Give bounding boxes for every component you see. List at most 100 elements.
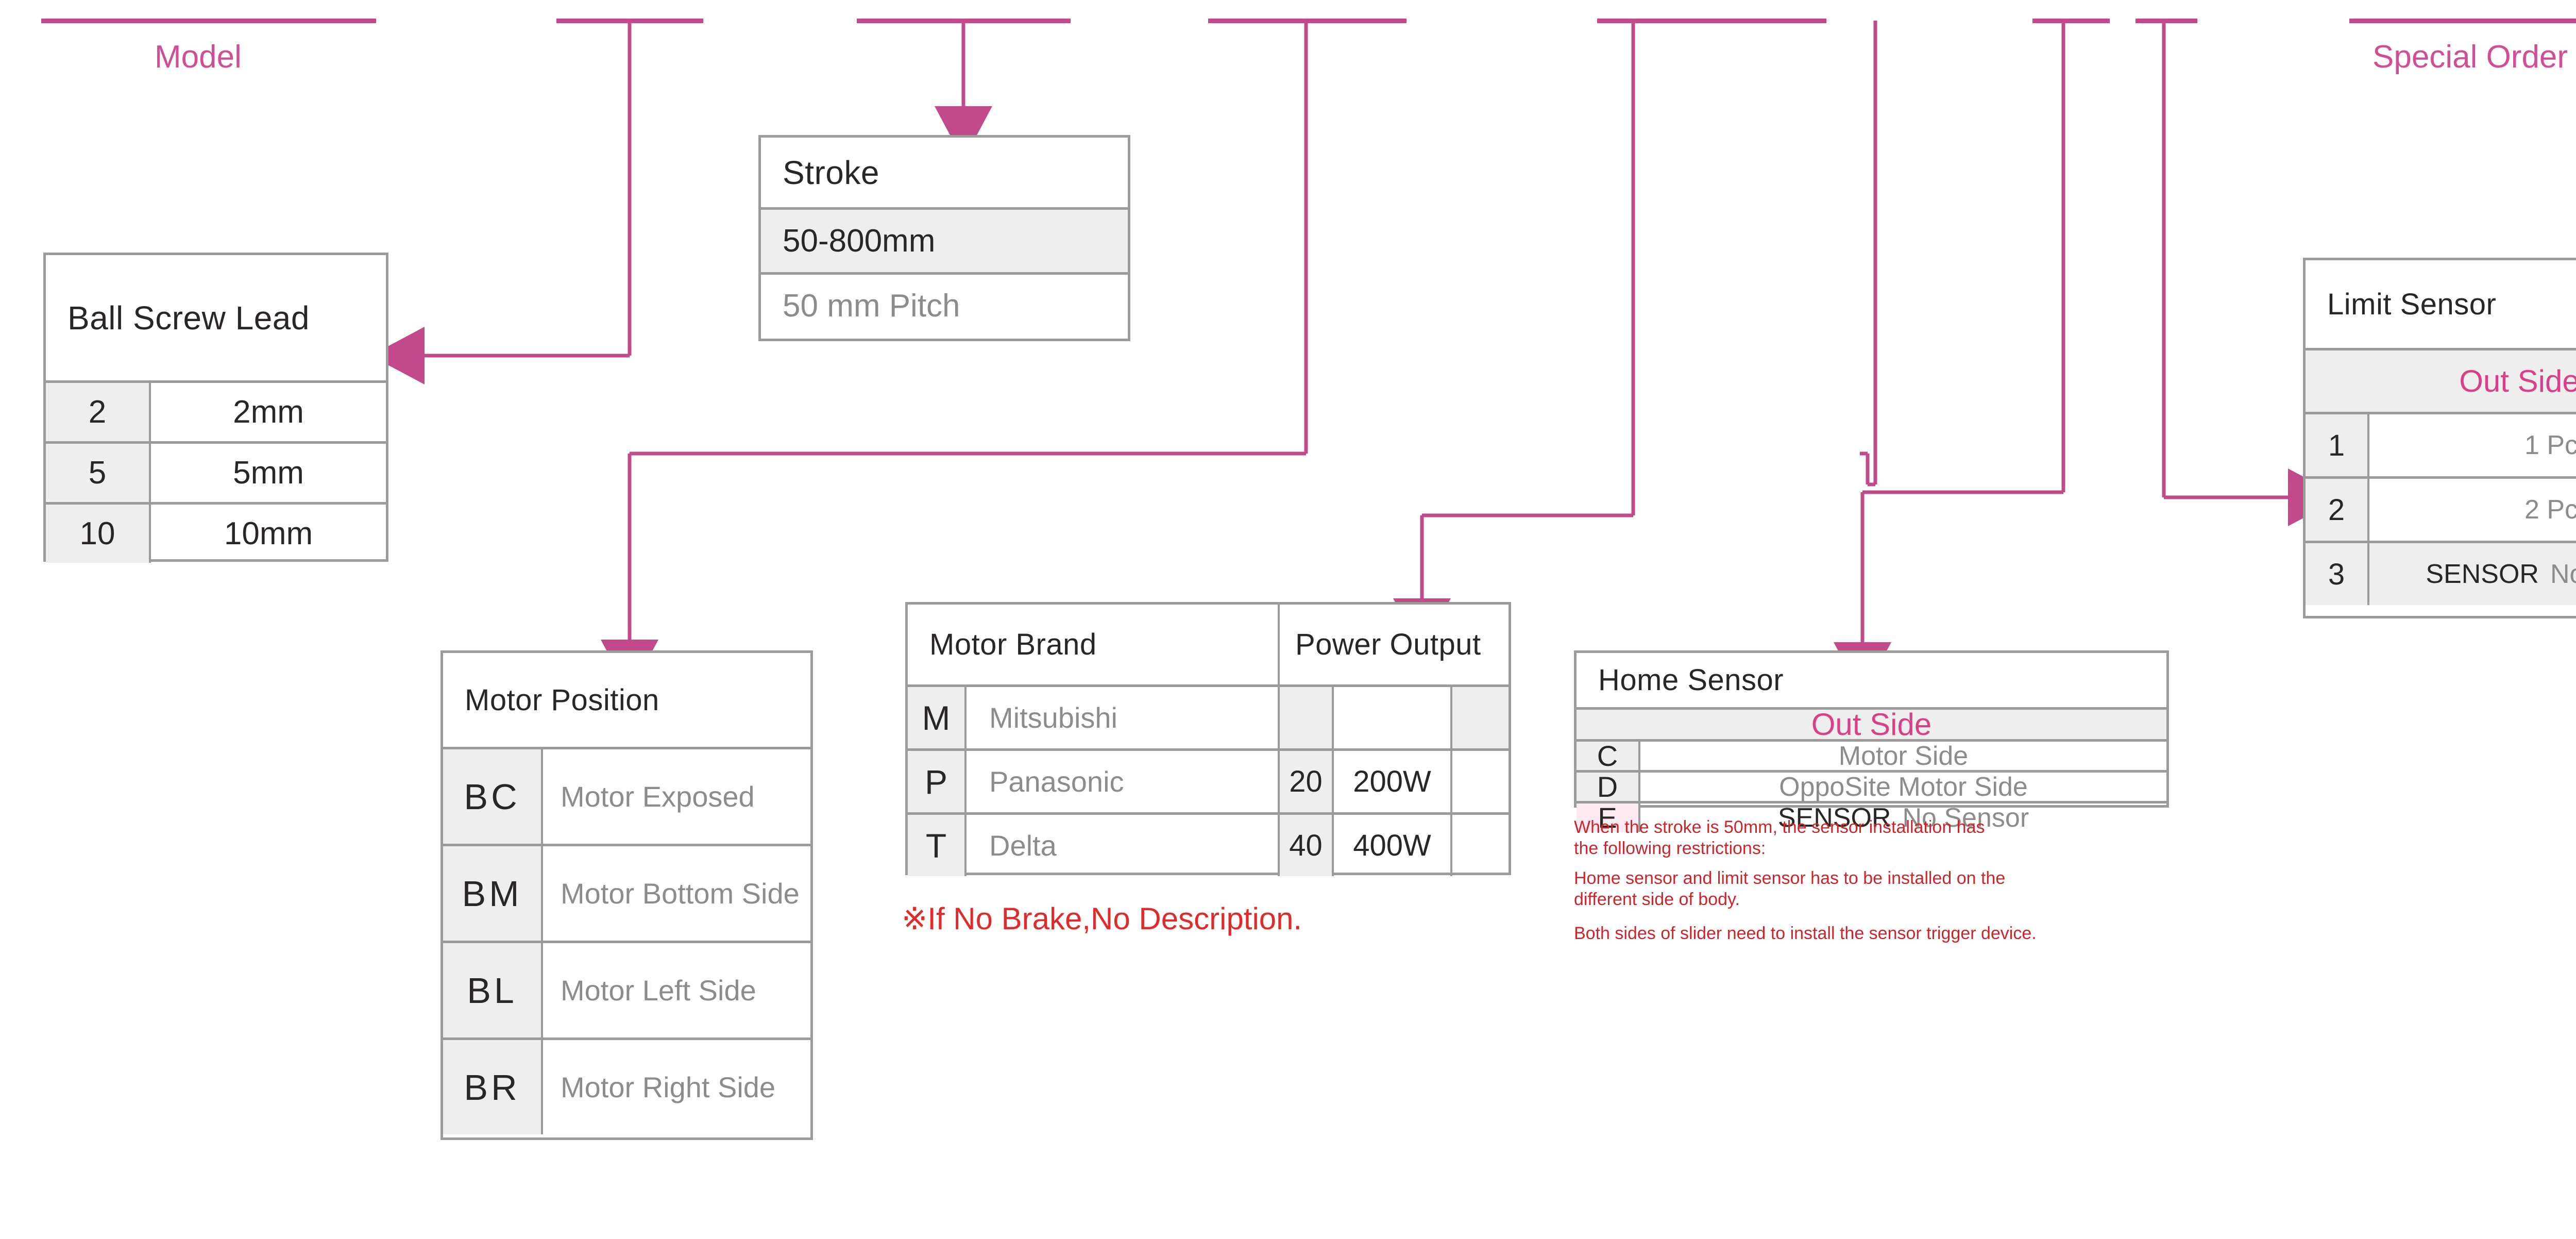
table-limit-sensor: Limit Sensor Out Side 1 1 Pc 2 2 Pc 3 SE… xyxy=(2303,258,2576,618)
label-special-order-no: Special Order No. xyxy=(2372,39,2576,75)
table-row[interactable]: T Delta 40 400W xyxy=(908,812,1509,876)
table-row[interactable]: 5 5mm xyxy=(46,441,386,502)
table-row[interactable]: C Motor Side xyxy=(1577,739,2166,772)
limit-sensor-code: 3 xyxy=(2306,543,2367,605)
restriction-note-line4: different side of body. xyxy=(1574,890,1740,910)
motor-position-value: Motor Exposed xyxy=(541,749,810,844)
ball-screw-lead-code: 10 xyxy=(46,505,149,563)
home-sensor-band: Out Side xyxy=(1577,707,2166,742)
table-motor-position: Motor Position BC Motor Exposed BM Motor… xyxy=(440,650,813,1140)
stroke-pitch: 50 mm Pitch xyxy=(783,288,960,324)
power-output-extra xyxy=(1450,751,1509,812)
motor-brand-value: Delta xyxy=(964,815,1278,876)
limit-sensor-code: 2 xyxy=(2306,479,2367,541)
home-sensor-code: E xyxy=(1577,801,1638,834)
power-output-code: 20 xyxy=(1278,751,1332,812)
home-sensor-band-label: Out Side xyxy=(1811,707,1932,742)
table-row[interactable]: BL Motor Left Side xyxy=(443,941,810,1037)
motor-brand-header: Motor Brand xyxy=(908,605,1278,684)
home-sensor-value: No Sensor xyxy=(1902,802,2029,833)
home-sensor-code: C xyxy=(1577,740,1638,772)
limit-sensor-value: 1 Pc xyxy=(2367,414,2576,476)
ball-screw-lead-value: 5mm xyxy=(149,444,386,502)
table-row[interactable]: 2 2 Pc xyxy=(2306,476,2576,541)
table-row[interactable]: 2 2mm xyxy=(46,380,386,441)
home-sensor-header: Home Sensor xyxy=(1577,653,2166,707)
home-sensor-sensor-label: SENSOR xyxy=(1777,802,1891,833)
table-row[interactable]: P Panasonic 20 200W xyxy=(908,748,1509,812)
motor-position-code: BM xyxy=(443,846,541,941)
table-ball-screw-lead: Ball Screw Lead 2 2mm 5 5mm 10 10mm xyxy=(43,253,388,563)
limit-sensor-value: 2 Pc xyxy=(2367,479,2576,541)
limit-sensor-band-label: Out Side xyxy=(2459,364,2576,398)
motor-brand-code: P xyxy=(908,751,964,812)
limit-sensor-sensor-label: SENSOR xyxy=(2426,559,2539,589)
top-tick-special-order xyxy=(2349,19,2576,23)
motor-position-value: Motor Bottom Side xyxy=(541,846,810,941)
table-stroke: Stroke 50-800mm 50 mm Pitch xyxy=(758,135,1130,341)
power-output-header: Power Output xyxy=(1278,605,1509,684)
table-home-sensor: Home Sensor Out Side C Motor Side D Oppo… xyxy=(1574,650,2169,834)
top-tick-stroke-left xyxy=(556,19,703,23)
table-row[interactable]: BR Motor Right Side xyxy=(443,1037,810,1134)
home-sensor-value: Motor Side xyxy=(1638,741,2166,771)
motor-brand-power-header: Motor Brand Power Output xyxy=(908,605,1509,684)
limit-sensor-band: Out Side xyxy=(2306,348,2576,412)
restriction-note-line5: Both sides of slider need to install the… xyxy=(1574,923,2037,943)
motor-position-value: Motor Right Side xyxy=(541,1040,810,1134)
motor-brand-title: Motor Brand xyxy=(929,628,1097,661)
table-row[interactable]: 10 10mm xyxy=(46,502,386,563)
top-tick-home-sensor xyxy=(2032,19,2110,23)
motor-position-code: BL xyxy=(443,943,541,1037)
power-output-value xyxy=(1332,687,1450,748)
brake-note: ※If No Brake,No Description. xyxy=(902,901,1302,936)
limit-sensor-value: No Sensor xyxy=(2550,559,2576,589)
motor-brand-value: Mitsubishi xyxy=(964,687,1278,748)
table-row[interactable]: BM Motor Bottom Side xyxy=(443,844,810,941)
ball-screw-lead-header: Ball Screw Lead xyxy=(46,255,386,380)
table-row[interactable]: 3 SENSOR No Sensor xyxy=(2306,541,2576,605)
restriction-note-line3: Home sensor and limit sensor has to be i… xyxy=(1574,868,2006,888)
table-row[interactable]: BC Motor Exposed xyxy=(443,747,810,844)
home-sensor-title: Home Sensor xyxy=(1598,663,1784,697)
limit-sensor-code: 1 xyxy=(2306,414,2367,476)
label-model: Model xyxy=(155,39,242,75)
power-output-extra xyxy=(1450,687,1509,748)
restriction-note: When the stroke is 50mm, the sensor inst… xyxy=(1574,817,2089,944)
table-row[interactable]: 50 mm Pitch xyxy=(761,272,1128,337)
home-sensor-value: OppoSite Motor Side xyxy=(1638,772,2166,802)
motor-position-code: BC xyxy=(443,749,541,844)
limit-sensor-title: Limit Sensor xyxy=(2327,287,2497,321)
top-tick-model xyxy=(41,19,376,23)
motor-brand-code: T xyxy=(908,815,964,876)
home-sensor-value-wrap: SENSOR No Sensor xyxy=(1638,802,2166,833)
home-sensor-code: D xyxy=(1577,771,1638,803)
table-row[interactable]: E SENSOR No Sensor xyxy=(1577,801,2166,834)
ball-screw-lead-code: 2 xyxy=(46,383,149,441)
power-output-value: 200W xyxy=(1332,751,1450,812)
restriction-note-line2: the following restrictions: xyxy=(1574,839,1766,859)
motor-brand-value: Panasonic xyxy=(964,751,1278,812)
top-tick-motor-position xyxy=(1208,19,1406,23)
power-output-code: 40 xyxy=(1278,815,1332,876)
power-output-value: 400W xyxy=(1332,815,1450,876)
ball-screw-lead-value: 10mm xyxy=(149,505,386,563)
motor-position-value: Motor Left Side xyxy=(541,943,810,1037)
ball-screw-lead-code: 5 xyxy=(46,444,149,502)
motor-position-code: BR xyxy=(443,1040,541,1134)
table-row[interactable]: 1 1 Pc xyxy=(2306,412,2576,476)
limit-sensor-header: Limit Sensor xyxy=(2306,260,2576,348)
table-row[interactable]: D OppoSite Motor Side xyxy=(1577,770,2166,803)
top-tick-limit-sensor xyxy=(2136,19,2197,23)
table-row[interactable]: 50-800mm xyxy=(761,207,1128,272)
stroke-range: 50-800mm xyxy=(783,223,936,259)
stroke-header: Stroke xyxy=(761,138,1128,207)
table-row[interactable]: M Mitsubishi xyxy=(908,684,1509,748)
motor-brand-code: M xyxy=(908,687,964,748)
power-output-title: Power Output xyxy=(1295,628,1481,661)
motor-position-title: Motor Position xyxy=(465,683,659,717)
restriction-note-line1: When the stroke is 50mm, the sensor inst… xyxy=(1574,817,1985,837)
top-tick-motor-brand xyxy=(1597,19,1826,23)
ball-screw-lead-value: 2mm xyxy=(149,383,386,441)
